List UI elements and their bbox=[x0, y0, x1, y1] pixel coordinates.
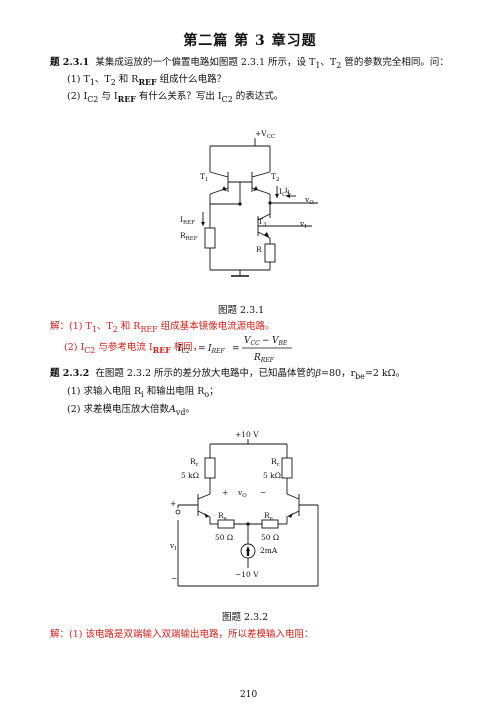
svg-text:Rc: Rc bbox=[190, 457, 199, 468]
svg-text:5 kΩ: 5 kΩ bbox=[181, 471, 199, 480]
svg-text:T2: T2 bbox=[271, 172, 280, 183]
page-title: 第二篇 第 3 章习题 bbox=[183, 33, 317, 49]
svg-text:IREF: IREF bbox=[207, 344, 225, 355]
figure-caption-2-3-2: 图题 2.3.2 bbox=[222, 612, 269, 623]
problem-2-3-1-q2: (2) IC2 与 IREF 有什么关系？写出 IC2 的表达式。 bbox=[67, 91, 284, 104]
svg-text:vO: vO bbox=[304, 195, 314, 206]
svg-text:+: + bbox=[222, 488, 228, 497]
svg-text:IC2: IC2 bbox=[279, 187, 290, 198]
svg-text:2mA: 2mA bbox=[260, 546, 278, 555]
answer-2-3-1-part1: 解：(1) T1、T2 和 RREF 组成基本镜像电流源电路。 bbox=[50, 321, 275, 334]
svg-text:50 Ω: 50 Ω bbox=[261, 533, 279, 542]
svg-text:50 Ω: 50 Ω bbox=[215, 533, 233, 542]
svg-text:IC2: IC2 bbox=[177, 344, 190, 355]
answer-2-3-2-part1: 解：(1) 该电路是双端输入双端输出电路，所以差模输入电阻： bbox=[50, 629, 314, 640]
svg-text:Rc: Rc bbox=[271, 457, 280, 468]
svg-text:=: = bbox=[198, 344, 206, 354]
svg-text:+: + bbox=[170, 499, 176, 508]
svg-text:vO: vO bbox=[237, 488, 247, 499]
svg-text:T1: T1 bbox=[200, 172, 209, 183]
svg-text:=: = bbox=[232, 344, 240, 354]
svg-text:Re: Re bbox=[218, 511, 227, 522]
svg-text:−: − bbox=[171, 574, 177, 583]
svg-text:+10 V: +10 V bbox=[235, 430, 259, 439]
svg-text:IREF: IREF bbox=[180, 215, 195, 226]
problem-2-3-1-q1: (1) T1、T2 和 RREF 组成什么电路？ bbox=[67, 74, 227, 87]
svg-text:5 kΩ: 5 kΩ bbox=[263, 471, 281, 480]
problem-2-3-2-stem: 题 2.3.2 在图题 2.3.2 所示的差分放大电路中，已知晶体管的β=80，… bbox=[50, 368, 406, 381]
svg-text:T3: T3 bbox=[258, 217, 267, 228]
svg-text:VBE: VBE bbox=[272, 336, 288, 347]
problem-2-3-2-q2: (2) 求差模电压放大倍数Avd。 bbox=[67, 404, 195, 417]
svg-text:−: − bbox=[262, 336, 270, 346]
svg-text:Re: Re bbox=[264, 511, 273, 522]
answer-2-3-1-part2: (2) IC2 与参考电流 IREF 相同， bbox=[64, 342, 203, 355]
svg-text:RREF: RREF bbox=[253, 353, 275, 364]
problem-2-3-1-stem: 题 2.3.1 某集成运放的一个偏置电路如图题 2.3.1 所示，设 T1、T2… bbox=[50, 57, 449, 70]
svg-text:vI: vI bbox=[299, 219, 306, 230]
figure-caption-2-3-1: 图题 2.3.1 bbox=[218, 305, 265, 316]
svg-text:vI: vI bbox=[169, 541, 176, 552]
svg-text:iL: iL bbox=[285, 185, 291, 196]
problem-2-3-2-q1: (1) 求输入电阻 Ri 和输出电阻 Ro； bbox=[67, 386, 219, 399]
svg-text:+VCC: +VCC bbox=[255, 129, 275, 140]
svg-text:−10 V: −10 V bbox=[235, 570, 259, 579]
page-number: 210 bbox=[240, 690, 258, 700]
svg-text:RREF: RREF bbox=[180, 231, 198, 242]
svg-text:−: − bbox=[260, 488, 266, 497]
svg-text:VCC: VCC bbox=[244, 336, 260, 347]
svg-text:R: R bbox=[256, 245, 262, 254]
